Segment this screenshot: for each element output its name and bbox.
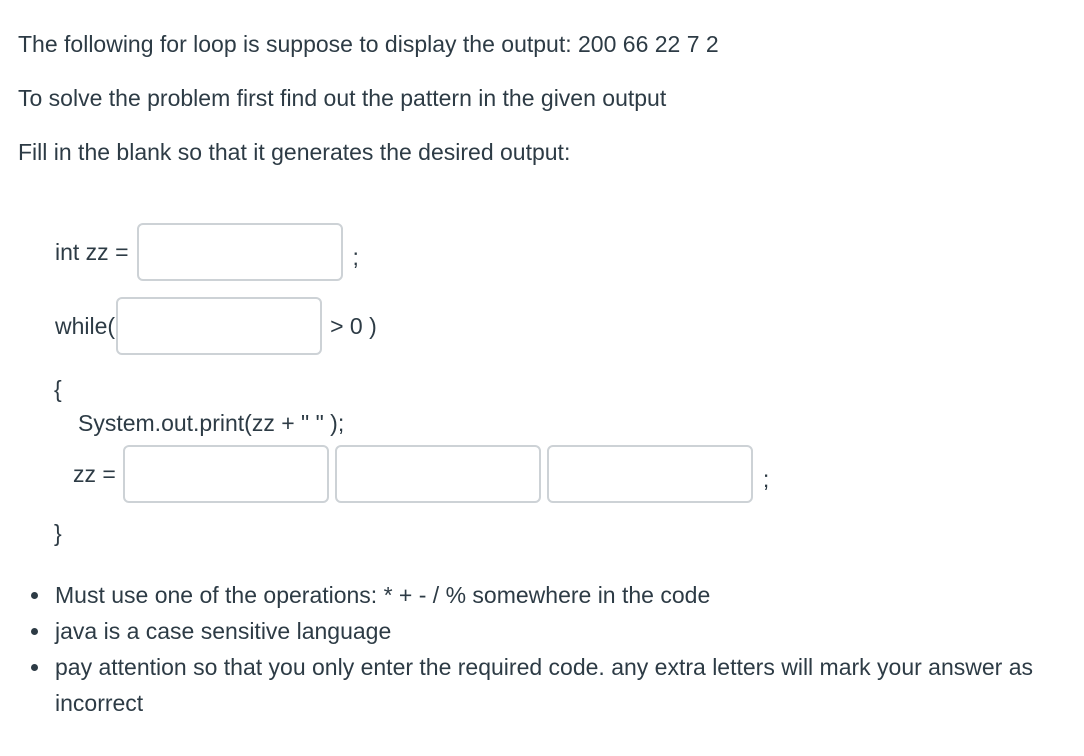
note-item-case-sensitive: java is a case sensitive language [18, 613, 1066, 649]
note-item-exact-code: pay attention so that you only enter the… [18, 649, 1066, 721]
code-block: int zz = ; while( > 0 ) { System.out.pri… [18, 223, 1066, 547]
while-label: while( [55, 312, 116, 339]
update-blank-input-3[interactable] [546, 445, 753, 503]
update-semicolon: ; [762, 465, 770, 492]
init-label: int zz = [55, 238, 129, 265]
code-line-init: int zz = ; [55, 223, 1066, 281]
question-hint: To solve the problem first find out the … [18, 85, 667, 111]
code-line-while: while( > 0 ) [55, 297, 1066, 355]
close-brace: } [54, 520, 62, 546]
update-blank-input-2[interactable] [334, 445, 541, 503]
note-item-operations: Must use one of the operations: * + - / … [18, 577, 1066, 613]
question-instruction: Fill in the blank so that it generates t… [18, 139, 571, 165]
question-statement: The following for loop is suppose to dis… [18, 31, 719, 57]
init-semicolon: ; [352, 243, 359, 270]
open-brace: { [54, 376, 62, 402]
condition-blank-input[interactable] [116, 297, 323, 355]
code-line-update: zz = ; [73, 445, 1066, 503]
while-condition-suffix: > 0 ) [330, 312, 377, 339]
print-statement: System.out.print(zz + " " ); [78, 410, 345, 436]
update-label: zz = [73, 460, 116, 487]
init-blank-input[interactable] [136, 223, 343, 281]
notes-list: Must use one of the operations: * + - / … [18, 577, 1066, 721]
update-blank-input-1[interactable] [122, 445, 329, 503]
